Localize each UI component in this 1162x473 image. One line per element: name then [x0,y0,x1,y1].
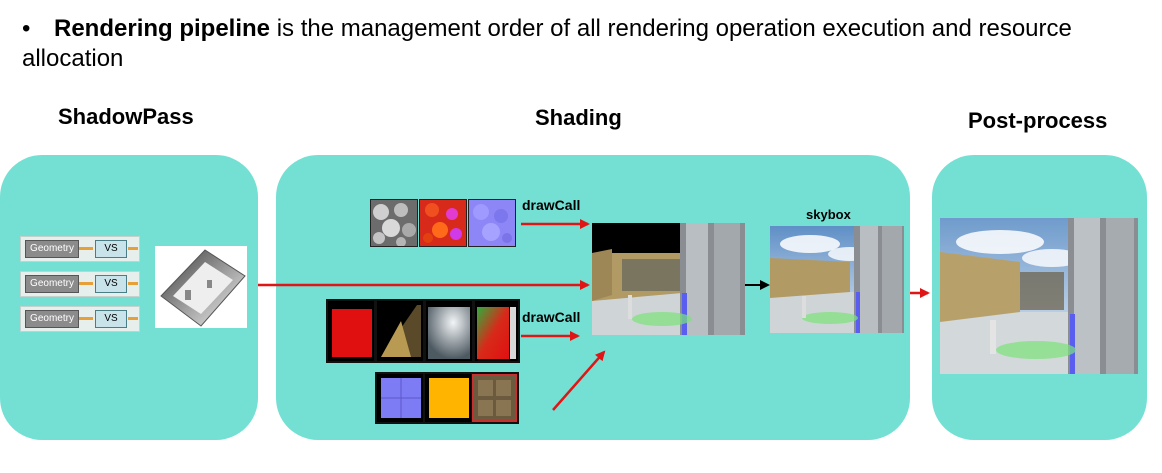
skybox-label: skybox [806,207,851,222]
arrow-icon [79,317,93,320]
texture-normal-buffer [475,301,518,361]
arrow-icon [128,282,138,285]
bullet-marker: • [22,15,31,42]
vs-box: VS [95,275,127,293]
bullet-bold-text: Rendering pipeline [54,15,271,42]
shadowpass-title: ShadowPass [58,104,194,129]
bullet-line: • Rendering pipeline is the management or… [22,14,1122,74]
drawcall-label-2: drawCall [522,309,581,325]
skybox-render-image [770,226,904,333]
arrow-floor-textures [552,350,606,411]
texture-scene-buffer [377,301,423,361]
vs-box: VS [95,310,127,328]
arrow-icon [79,247,93,250]
geometry-row-3: Geometry VS [20,306,140,332]
vs-box: VS [95,240,127,258]
texture-floor-yellow [425,374,471,422]
geometry-box: Geometry [25,310,79,328]
texture-strip-gbuffer [326,299,520,363]
shading-render-image [592,223,745,335]
texture-floor-albedo [472,374,517,422]
texture-floor-normal [377,374,423,422]
texture-rock-normal [468,199,516,247]
arrow-icon [128,247,138,250]
geometry-box: Geometry [25,275,79,293]
postprocess-render-image [940,218,1138,374]
geometry-row-1: Geometry VS [20,236,140,262]
geometry-box: Geometry [25,240,79,258]
arrow-icon [79,282,93,285]
texture-rock-albedo [370,199,418,247]
bullet-rest-text: is the management order of all rendering… [22,15,1072,72]
texture-strip-floor [375,372,519,424]
drawcall-label-1: drawCall [522,197,581,213]
texture-red-buffer [328,301,374,361]
postprocess-title: Post-process [968,108,1108,133]
shading-title: Shading [535,105,622,130]
texture-rock-mask [419,199,467,247]
shadow-map-image [155,246,247,328]
arrow-icon [128,317,138,320]
geometry-row-2: Geometry VS [20,271,140,297]
texture-light-buffer [426,301,472,361]
